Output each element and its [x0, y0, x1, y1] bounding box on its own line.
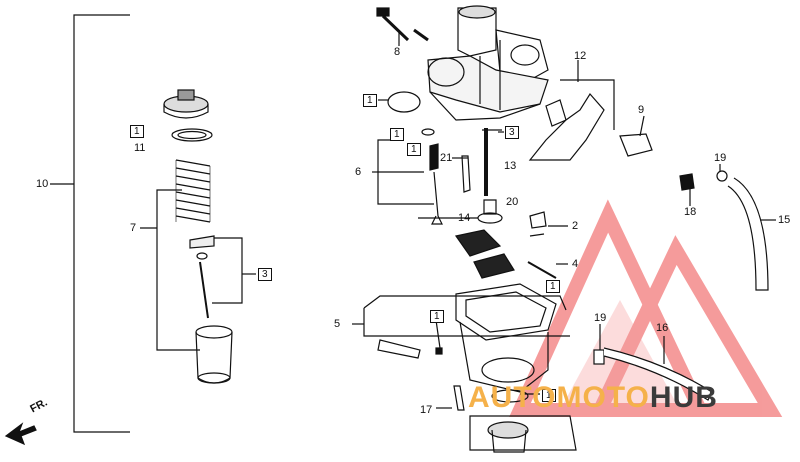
callout-21: 21 [440, 152, 453, 164]
callout-15: 15 [778, 214, 791, 226]
callout-19-bottom: 19 [594, 312, 607, 324]
callout-10: 10 [36, 178, 49, 190]
callout-3-boxed-b: 3 [505, 126, 519, 139]
callout-19-top: 19 [714, 152, 727, 164]
callout-12: 12 [574, 50, 587, 62]
callout-1-boxed-d: 1 [430, 310, 444, 323]
fr-arrow [4, 422, 37, 446]
callout-13: 13 [504, 160, 517, 172]
callout-14: 14 [458, 212, 471, 224]
callout-17: 17 [420, 404, 433, 416]
carburetor-body [427, 5, 549, 121]
bracket-10 [73, 14, 130, 433]
bracket-7 [156, 189, 200, 351]
watermark-text-a: AUTOMOTO [468, 381, 650, 414]
callout-1-boxed: 1 [130, 125, 144, 138]
callout-5: 5 [334, 318, 341, 330]
callout-8: 8 [394, 46, 401, 58]
watermark-text-b: HUB [649, 381, 718, 414]
callout-6: 6 [355, 166, 362, 178]
watermark-text: AUTOMOTOHUB [468, 382, 718, 414]
throttle-spring [175, 159, 211, 223]
callout-7: 7 [130, 222, 137, 234]
callout-3-boxed: 3 [258, 268, 272, 281]
callout-20: 20 [506, 196, 519, 208]
callout-1-boxed-e: 1 [542, 389, 556, 402]
top-cap [163, 89, 209, 119]
callout-18: 18 [684, 206, 697, 218]
float-chamber [455, 283, 557, 393]
callout-9: 9 [638, 104, 645, 116]
bolt-8 [376, 7, 429, 42]
callout-11: 11 [134, 142, 146, 154]
callout-2: 2 [572, 220, 579, 232]
callout-1-boxed-a: 1 [390, 128, 404, 141]
callout-16: 16 [656, 322, 669, 334]
callout-4: 4 [572, 258, 579, 270]
callout-1-boxed-c: 1 [546, 280, 560, 293]
throttle-valve [195, 325, 233, 384]
callout-1-boxed-b: 1 [407, 143, 421, 156]
callout-1-boxed-oring: 1 [363, 94, 377, 107]
